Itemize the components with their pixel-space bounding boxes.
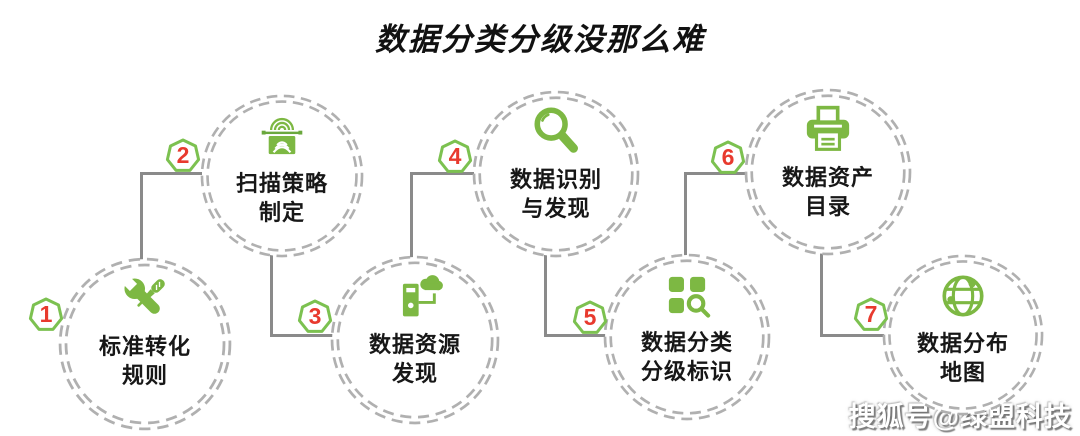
step-node-7: 数据分布 地图 (882, 254, 1044, 416)
step-badge-2: 2 (164, 137, 202, 175)
heptagon-icon (28, 297, 64, 331)
step-label: 数据识别 与发现 (509, 167, 602, 221)
grid-search-icon (668, 276, 711, 318)
magnifier-icon (534, 107, 578, 153)
connector-3-4-vertical (410, 172, 413, 262)
step-node-3: 数据资源 发现 (330, 255, 500, 425)
connector-4-5-vertical (544, 248, 547, 337)
dashed-ring (200, 94, 364, 258)
step-number: 6 (721, 143, 735, 170)
step-badge-5: 5 (571, 299, 609, 337)
connector-5-6-horizontal (684, 172, 748, 175)
step-number: 3 (308, 302, 322, 329)
fingerprint-scan-icon (261, 118, 303, 155)
step-number: 4 (448, 142, 462, 169)
step-badge-3: 3 (296, 298, 334, 336)
connector-3-4-horizontal (410, 172, 474, 175)
step-label: 数据资源 发现 (368, 332, 461, 386)
step-number: 1 (39, 300, 53, 327)
dashed-ring (744, 88, 912, 256)
connector-6-7-vertical (820, 246, 823, 337)
step-number: 2 (176, 141, 190, 168)
step-label: 扫描策略 制定 (235, 171, 328, 225)
step-number: 7 (864, 300, 878, 327)
step-label: 数据资产 目录 (781, 165, 874, 219)
tools-icon (121, 275, 165, 314)
dashed-ring (58, 257, 232, 431)
dashed-ring (603, 253, 771, 421)
page-title: 数据分类分级没那么难 (375, 22, 705, 57)
dashed-ring (882, 254, 1044, 416)
heptagon-icon (710, 140, 746, 174)
connector-1-2-vertical (140, 172, 143, 262)
connector-1-2-horizontal (140, 172, 202, 175)
connector-4-5-horizontal (544, 334, 608, 337)
heptagon-icon (297, 299, 333, 333)
globe-icon (942, 275, 984, 317)
step-node-2: 扫描策略 制定 (200, 94, 364, 258)
step-number: 5 (583, 303, 597, 330)
heptagon-icon (165, 138, 201, 172)
connector-2-3-vertical (270, 250, 273, 337)
dashed-ring (330, 255, 500, 425)
step-node-1: 标准转化 规则 (58, 257, 232, 431)
step-label: 标准转化 规则 (98, 334, 191, 388)
server-cloud-icon (402, 275, 443, 317)
connector-5-6-vertical (684, 172, 687, 260)
connector-2-3-horizontal (270, 334, 334, 337)
dashed-ring (472, 90, 640, 258)
step-node-5: 数据分类 分级标识 (603, 253, 771, 421)
step-node-6: 数据资产 目录 (744, 88, 912, 256)
step-badge-4: 4 (436, 138, 474, 176)
connector-6-7-horizontal (820, 334, 886, 337)
step-badge-7: 7 (852, 296, 890, 334)
step-label: 数据分布 地图 (916, 331, 1009, 385)
heptagon-icon (853, 297, 889, 331)
heptagon-icon (437, 139, 473, 173)
step-node-4: 数据识别 与发现 (472, 90, 640, 258)
heptagon-icon (572, 300, 608, 334)
step-badge-1: 1 (27, 296, 65, 334)
printer-icon (806, 105, 850, 151)
step-label: 数据分类 分级标识 (640, 330, 733, 384)
step-badge-6: 6 (709, 139, 747, 177)
